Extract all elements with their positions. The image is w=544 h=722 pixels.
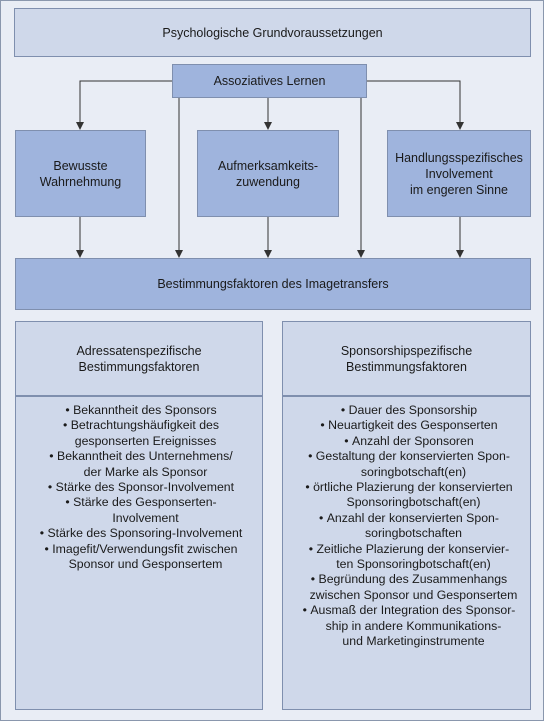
list-item: Neuartigkeit des Gesponserten [290,418,528,433]
main-box-imagetransfer: Bestimmungsfaktoren des Imagetransfers [15,258,531,310]
arrow-to-bewusste-wahrnehmung [76,80,172,130]
list-item: Stärke des Sponsor-Involvement [23,480,259,495]
list-item: Begründung des Zusammenhangs zwischen Sp… [290,572,528,603]
middle-box-involvement: Handlungsspezifisches Involvement im eng… [387,130,531,217]
right-factor-list: Dauer des Sponsorship Neuartigkeit des G… [290,403,528,650]
main-box-label: Bestimmungsfaktoren des Imagetransfers [157,277,389,291]
right-panel-title: Sponsorshipspezifische Bestimmungsfaktor… [340,343,473,374]
list-item: Bekanntheit des Sponsors [23,403,259,418]
left-panel-body: Bekanntheit des Sponsors Betrachtungshäu… [15,396,263,710]
list-item: Anzahl der konservierten Spon- soringbot… [290,511,528,542]
middle-box-2-label: Aufmerksamkeits- zuwendung [217,158,319,189]
list-item: Dauer des Sponsorship [290,403,528,418]
middle-box-3-label: Handlungsspezifisches Involvement im eng… [395,150,523,197]
middle-box-aufmerksamkeit: Aufmerksamkeits- zuwendung [197,130,339,217]
list-item: Bekanntheit des Unternehmens/ der Marke … [23,449,259,480]
middle-box-wahrnehmung: Bewusste Wahrnehmung [15,130,146,217]
list-item: Zeitliche Plazierung der konservier- ten… [290,542,528,573]
middle-box-1-label: Bewusste Wahrnehmung [39,158,122,189]
list-item: Anzahl der Sponsoren [290,434,528,449]
list-item: Stärke des Gesponserten- Involvement [23,495,259,526]
top-box-label: Psychologische Grundvoraussetzungen [162,25,383,40]
center-box-assoziatives-lernen: Assoziatives Lernen [172,64,367,98]
top-box-grundvoraussetzungen: Psychologische Grundvoraussetzungen [14,8,531,57]
list-item: Imagefit/Verwendungsfit zwischen Sponsor… [23,542,259,573]
list-item: Ausmaß der Integration des Sponsor- ship… [290,603,528,649]
left-panel-title: Adressatenspezifische Bestimmungsfaktore… [76,343,202,374]
left-panel-header: Adressatenspezifische Bestimmungsfaktore… [15,321,263,396]
list-item: örtliche Plazierung der konservierten Sp… [290,480,528,511]
right-panel-body: Dauer des Sponsorship Neuartigkeit des G… [282,396,531,710]
list-item: Stärke des Sponsoring-Involvement [23,526,259,541]
right-panel-header: Sponsorshipspezifische Bestimmungsfaktor… [282,321,531,396]
list-item: Betrachtungshäufigkeit des gesponserten … [23,418,259,449]
left-factor-list: Bekanntheit des Sponsors Betrachtungshäu… [23,403,259,572]
arrow-to-handlungsspezifisches-involvement [367,80,464,130]
list-item: Gestaltung der konservierten Spon- sorin… [290,449,528,480]
center-box-label: Assoziatives Lernen [213,74,326,88]
